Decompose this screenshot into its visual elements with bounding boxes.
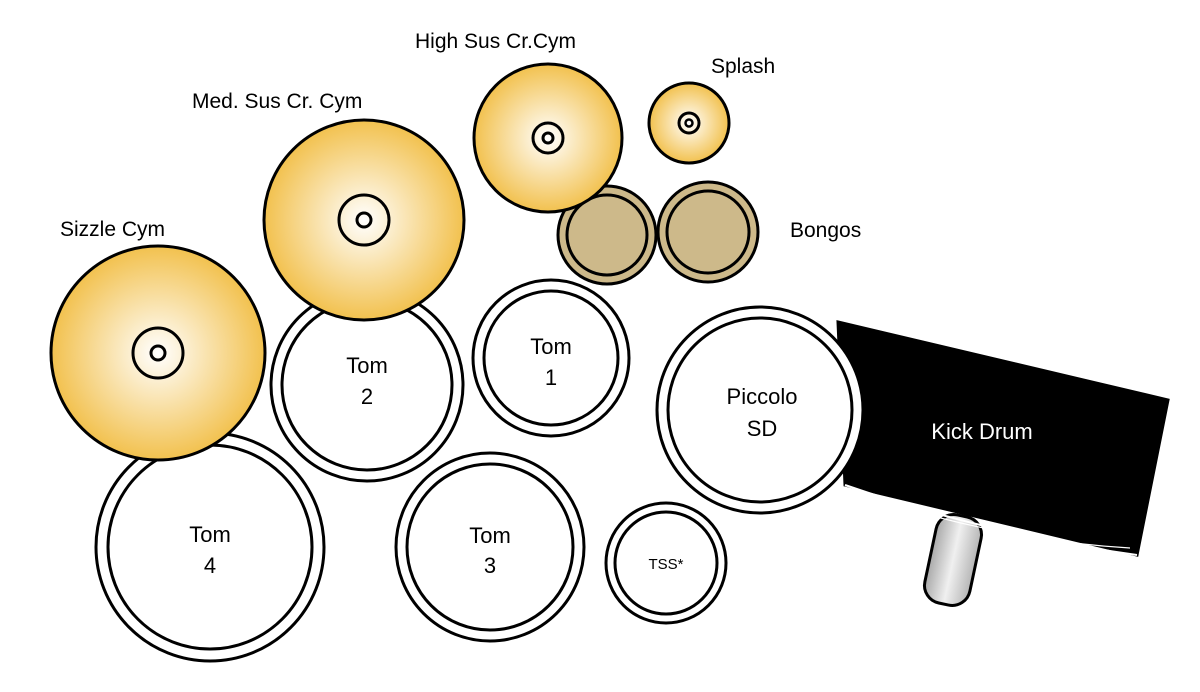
tom-3-label-line2: 3 <box>484 553 496 578</box>
med-sus-crash-cymbal[interactable] <box>262 118 466 322</box>
sizzle-cymbal[interactable] <box>49 244 267 462</box>
tom-4-label-line1: Tom <box>189 522 231 547</box>
tom-2[interactable]: Tom 2 <box>269 287 465 483</box>
tom-2-label-line2: 2 <box>361 384 373 409</box>
sizzle-caption: Sizzle Cym <box>60 218 165 241</box>
piccolo-snare[interactable]: Piccolo SD <box>655 305 865 515</box>
bongos[interactable] <box>556 180 760 286</box>
tom-3-label-line1: Tom <box>469 523 511 548</box>
bongos-caption: Bongos <box>790 219 861 242</box>
tom-1-label-line1: Tom <box>530 334 572 359</box>
med-sus-caption: Med. Sus Cr. Cym <box>192 90 362 113</box>
tom-3[interactable]: Tom 3 <box>394 451 586 643</box>
tom-1[interactable]: Tom 1 <box>471 278 631 438</box>
high-sus-crash-cymbal[interactable] <box>472 62 624 214</box>
tom-4[interactable]: Tom 4 <box>94 431 326 663</box>
splash-cymbal[interactable] <box>647 81 731 165</box>
tom-1-label-line2: 1 <box>545 365 557 390</box>
kick-drum-label: Kick Drum <box>931 419 1032 444</box>
tss-drum[interactable]: TSS* <box>604 501 728 625</box>
tom-4-label-line2: 4 <box>204 553 216 578</box>
splash-caption: Splash <box>711 55 775 78</box>
tss-label: TSS* <box>648 556 683 573</box>
kick-drum[interactable]: Kick Drum <box>836 320 1170 557</box>
piccolo-label-line1: Piccolo <box>727 384 798 409</box>
high-sus-caption: High Sus Cr.Cym <box>415 30 576 53</box>
kick-drum-stand <box>922 513 984 607</box>
piccolo-label-line2: SD <box>747 416 778 441</box>
tom-2-label-line1: Tom <box>346 353 388 378</box>
